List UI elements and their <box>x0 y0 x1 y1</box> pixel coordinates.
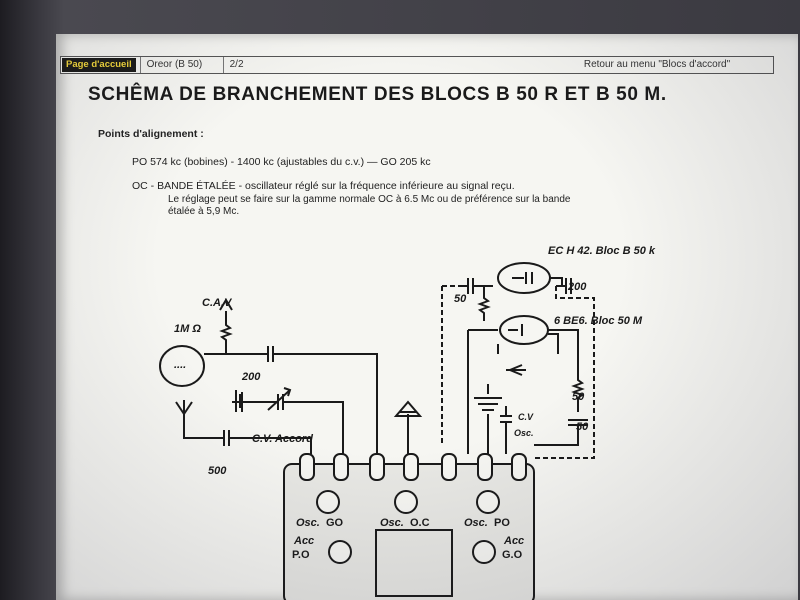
cap-200-left-label: 200 <box>241 371 261 383</box>
home-link[interactable]: Page d'accueil <box>62 58 136 72</box>
cap-50-right-label: 50 <box>576 421 589 433</box>
cv-osc-label-2: Osc. <box>514 428 534 438</box>
osc-po-label-b: PO <box>494 517 510 529</box>
resistor-capacitor-network-right <box>534 329 588 446</box>
adjuster-acc-go <box>472 540 496 564</box>
page-title-cell: Oreor (B 50) <box>139 57 224 73</box>
osc-go-label-a: Osc. <box>296 517 320 529</box>
cap-200-top-label: 200 <box>567 281 587 293</box>
bloc-switch-plate <box>375 529 453 597</box>
tube2-lead <box>548 333 559 354</box>
wire-tube2-to-bloc <box>467 329 498 454</box>
adjuster-osc-go <box>316 490 340 514</box>
document-title: SCHÊMA DE BRANCHEMENT DES BLOCS B 50 R E… <box>88 84 667 105</box>
osc-go-label-b: GO <box>326 517 344 529</box>
bloc-terminals <box>299 453 527 481</box>
tube1-label: EC H 42. Bloc B 50 k <box>548 245 656 257</box>
page-number: 2/2 <box>229 59 244 70</box>
capacitor-200-top <box>550 277 572 294</box>
speaker-dots: .... <box>174 359 186 371</box>
acc-go-label-a: Acc <box>503 535 524 547</box>
ground-symbol-middle <box>393 400 423 454</box>
po-alignment-line: PO 574 kc (bobines) - 1400 kc (ajustable… <box>132 156 431 168</box>
resistor-1m-label: 1M Ω <box>174 323 201 335</box>
oc-alignment-line: OC - BANDE ÉTALÉE - oscillateur réglé su… <box>132 180 515 192</box>
cap-500-label: 500 <box>208 465 227 477</box>
back-to-menu-link[interactable]: Retour au menu "Blocs d'accord" <box>583 59 731 70</box>
resistor-50-label: 50 <box>572 391 585 403</box>
acc-po-label-b: P.O <box>292 549 310 561</box>
cav-label: C.A.V <box>202 297 233 309</box>
shield-dashed-line <box>442 285 595 459</box>
tube2-label: 6 BE6. Bloc 50 M <box>554 315 643 327</box>
acc-po-label-a: Acc <box>293 535 314 547</box>
cv-osc-label-1: C.V <box>518 412 534 422</box>
cv-accord-label: C.V. Accord <box>252 433 313 445</box>
acc-go-label-b: G.O <box>502 549 523 561</box>
cap-50-label: 50 <box>454 293 467 305</box>
adjuster-osc-po <box>476 490 500 514</box>
wire-200-left <box>204 346 378 454</box>
arrow-left <box>506 364 526 376</box>
tube-6be6-electrodes <box>508 324 523 336</box>
alignment-heading: Points d'alignement : <box>98 128 204 140</box>
osc-oc-label-b: O.C <box>410 517 430 529</box>
adjuster-acc-po <box>328 540 352 564</box>
cv-osc-capacitor <box>500 406 512 454</box>
antenna-and-500-cap <box>175 400 312 454</box>
tube-ech42-electrodes <box>512 272 533 284</box>
resistor-top-left <box>477 286 491 321</box>
navigation-bar: Page d'accueil Oreor (B 50) 2/2 Retour a… <box>60 56 774 74</box>
monitor-screen: Page d'accueil Oreor (B 50) 2/2 Retour a… <box>56 34 798 600</box>
osc-po-label-a: Osc. <box>464 517 488 529</box>
cv-accord-arrow <box>267 387 292 411</box>
osc-oc-label-a: Osc. <box>380 517 404 529</box>
adjustment-note-line-2: étalée à 5,9 Mc. <box>168 206 240 217</box>
resistor-1m-cav <box>219 298 233 354</box>
osc-ground-antenna <box>474 384 502 454</box>
speaker-circle <box>159 345 205 387</box>
adjuster-osc-oc <box>394 490 418 514</box>
tube-6be6-envelope <box>499 315 549 345</box>
capacitor-50-top <box>462 278 493 294</box>
wiring-schematic: EC H 42. Bloc B 50 k 6 BE6. Bloc 50 M 50… <box>159 245 656 600</box>
adjustment-note-line-1: Le réglage peut se faire sur la gamme no… <box>168 194 571 205</box>
